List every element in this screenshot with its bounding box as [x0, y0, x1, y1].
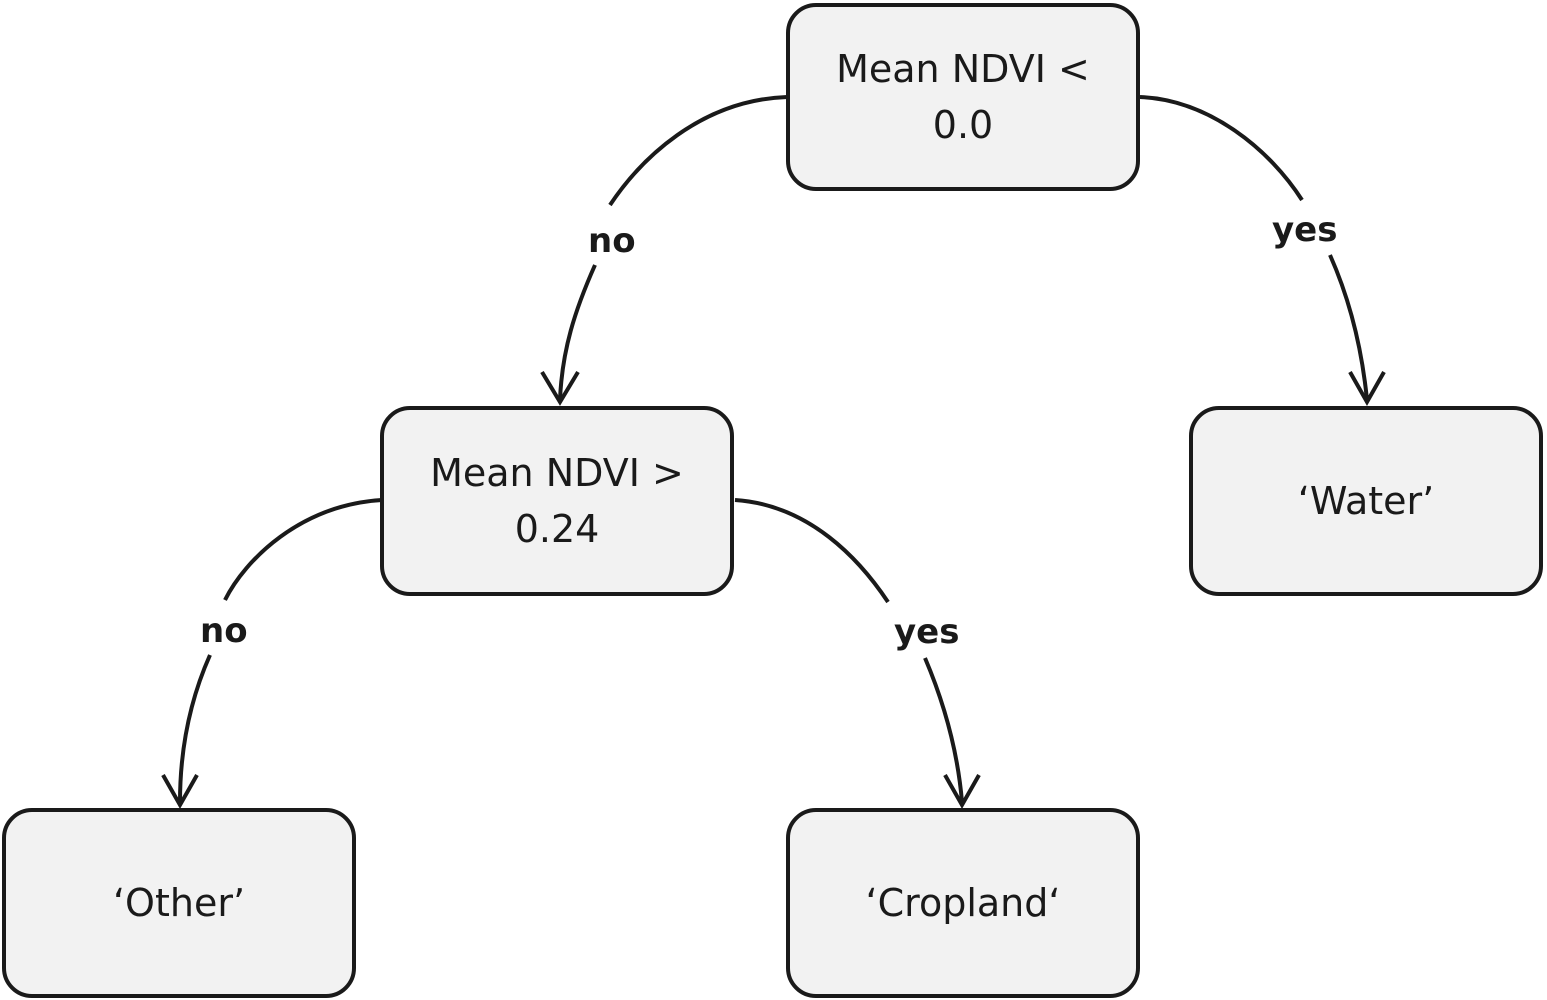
root-node-condition: Mean NDVI < [836, 47, 1090, 91]
edge-label-root-no: no [586, 221, 638, 261]
mid-node-threshold: 0.24 [514, 507, 600, 551]
leaf-label-other: ‘Other’ [112, 881, 246, 925]
edge-mid-no [178, 498, 383, 803]
arrowhead-root-yes [1348, 371, 1386, 407]
mid-node-condition: Mean NDVI > [430, 451, 684, 495]
leaf-label-water: ‘Water’ [1297, 479, 1435, 523]
arrowhead-mid-no [161, 774, 199, 810]
edge-root-no [558, 95, 788, 401]
mid-decision-node: Mean NDVI > 0.24 [380, 406, 734, 596]
edge-mid-yes [734, 498, 964, 803]
leaf-node-other: ‘Other’ [2, 808, 356, 998]
edge-label-root-yes: yes [1270, 210, 1340, 250]
arrowhead-mid-yes [943, 774, 981, 810]
leaf-label-cropland: ‘Cropland‘ [865, 881, 1061, 925]
edge-label-mid-yes: yes [892, 612, 962, 652]
leaf-node-water: ‘Water’ [1189, 406, 1543, 596]
root-node-threshold: 0.0 [932, 103, 994, 147]
edge-label-mid-no: no [198, 611, 250, 651]
leaf-node-cropland: ‘Cropland‘ [786, 808, 1140, 998]
edge-root-yes [1139, 95, 1369, 401]
arrowhead-root-no [540, 370, 580, 406]
root-decision-node: Mean NDVI < 0.0 [786, 3, 1140, 191]
